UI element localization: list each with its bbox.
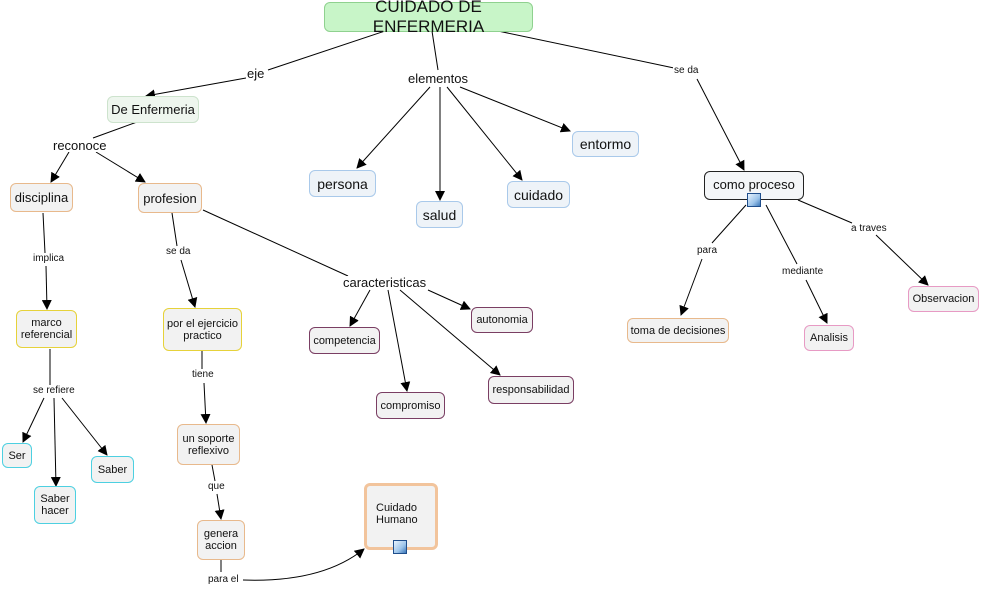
- edge-profesion-caracteristicas: [202, 209, 349, 277]
- link-caracteristicas: caracteristicas: [342, 275, 428, 290]
- edge-proceso-atraves: [797, 199, 853, 224]
- concept-disciplina-text: disciplina: [14, 190, 69, 205]
- link-implica: implica: [32, 253, 66, 264]
- link-se-da-top: se da: [673, 65, 700, 76]
- concept-autonomia-text: autonomia: [476, 314, 528, 326]
- edge-para-toma: [679, 258, 703, 316]
- edge-parael-cuidadohumano: [242, 548, 365, 581]
- edge-profesion-seda: [171, 212, 178, 247]
- concept-salud-text: salud: [422, 206, 457, 223]
- concept-por-el-ejercicio-practico[interactable]: por el ejercicio practico: [163, 308, 242, 351]
- edge-seda-proceso: [696, 78, 745, 171]
- edge-car-compromiso: [387, 289, 411, 392]
- concept-un-soporte-reflexivo[interactable]: un soporte reflexivo: [177, 424, 240, 465]
- concept-de-enfermeria-text: De Enfermeria: [111, 102, 195, 117]
- edge-enfermeria-reconoce: [92, 121, 138, 139]
- concept-cuidado-humano[interactable]: Cuidado Humano: [364, 483, 438, 550]
- concept-cuidado-humano-text: Cuidado Humano: [376, 502, 418, 526]
- edge-car-responsabilidad: [399, 289, 501, 376]
- concept-entorno[interactable]: entormo: [572, 131, 639, 157]
- edge-title-eje: [267, 30, 386, 71]
- concept-genera-accion[interactable]: genera accion: [197, 520, 245, 560]
- link-mediante: mediante: [781, 266, 825, 277]
- concept-persona[interactable]: persona: [309, 170, 376, 197]
- edge-seda-ejercicio: [180, 259, 198, 308]
- concept-compromiso-text: compromiso: [380, 399, 441, 412]
- concept-ser[interactable]: Ser: [2, 443, 32, 468]
- concept-profesion[interactable]: profesion: [138, 183, 202, 213]
- edge-mediante-analisis: [805, 279, 828, 324]
- edge-elem-cuidado: [446, 86, 523, 181]
- link-eje: eje: [246, 66, 266, 81]
- link-para: para: [696, 245, 719, 256]
- edge-serefiere-saber: [61, 397, 108, 456]
- concept-title[interactable]: CUIDADO DE ENFERMERIA: [324, 0, 533, 36]
- concept-toma-de-decisiones[interactable]: toma de decisiones: [627, 318, 729, 343]
- concept-genera-accion-text: genera accion: [203, 528, 239, 552]
- concept-toma-de-decisiones-text: toma de decisiones: [630, 324, 726, 337]
- edge-eje-enfermeria: [145, 77, 247, 100]
- link-tiene: tiene: [191, 369, 215, 380]
- concept-marco-referencial[interactable]: marco referencial: [16, 310, 77, 348]
- concept-profesion-text: profesion: [143, 190, 197, 206]
- concept-responsabilidad[interactable]: responsabilidad: [488, 376, 574, 404]
- edge-reconoce-profesion: [95, 151, 146, 183]
- concept-ser-text: Ser: [8, 449, 26, 462]
- concept-title-text: CUIDADO DE ENFERMERIA: [372, 0, 485, 36]
- concept-por-el-ejercicio-practico-text: por el ejercicio practico: [167, 317, 238, 342]
- concept-observacion[interactable]: Observacion: [908, 286, 979, 312]
- image-icon[interactable]: [393, 540, 407, 554]
- edge-proceso-para: [711, 204, 747, 244]
- edge-tiene-soporte: [200, 382, 211, 424]
- concept-saber[interactable]: Saber: [91, 456, 134, 483]
- concept-salud[interactable]: salud: [416, 201, 463, 228]
- concept-competencia[interactable]: competencia: [309, 327, 380, 354]
- concept-cuidado-text: cuidado: [513, 186, 564, 203]
- concept-persona-text: persona: [317, 175, 368, 192]
- link-elementos: elementos: [407, 71, 469, 86]
- edge-atraves-observacion: [875, 234, 929, 286]
- concept-disciplina[interactable]: disciplina: [10, 183, 73, 212]
- concept-entorno-text: entormo: [579, 136, 632, 152]
- concept-saber-hacer-text: Saber hacer: [40, 493, 70, 517]
- edge-title-seda: [497, 30, 675, 69]
- edge-disciplina-implica: [42, 212, 46, 254]
- concept-de-enfermeria[interactable]: De Enfermeria: [107, 96, 199, 123]
- concept-un-soporte-reflexivo-text: un soporte reflexivo: [182, 432, 235, 457]
- link-que: que: [207, 481, 226, 492]
- concept-competencia-text: competencia: [313, 334, 376, 347]
- edge-que-genera: [214, 493, 225, 520]
- link-se-da-profesion: se da: [165, 246, 192, 257]
- concept-responsabilidad-text: responsabilidad: [492, 384, 570, 396]
- concept-como-proceso-text: como proceso: [713, 177, 795, 192]
- edge-car-competencia: [349, 289, 371, 327]
- edge-soporte-que: [211, 464, 216, 482]
- concept-marco-referencial-text: marco referencial: [20, 317, 73, 341]
- edge-car-autonomia: [427, 289, 471, 310]
- link-para-el: para el: [207, 574, 240, 585]
- edge-elem-persona: [356, 86, 431, 169]
- link-se-refiere: se refiere: [32, 385, 76, 396]
- concept-compromiso[interactable]: compromiso: [376, 392, 445, 419]
- concept-autonomia[interactable]: autonomia: [471, 307, 533, 333]
- edge-title-elementos: [431, 30, 439, 71]
- concept-cuidado[interactable]: cuidado: [507, 181, 570, 208]
- image-icon[interactable]: [747, 193, 761, 207]
- link-reconoce: reconoce: [52, 138, 108, 153]
- concept-saber-text: Saber: [97, 463, 128, 476]
- concept-analisis[interactable]: Analisis: [804, 325, 854, 351]
- edge-reconoce-disciplina: [50, 151, 70, 183]
- link-a-traves: a traves: [850, 223, 888, 234]
- edge-elem-entorno: [459, 86, 571, 133]
- edge-implica-marco: [41, 265, 52, 310]
- concept-observacion-text: Observacion: [912, 293, 975, 305]
- edge-serefiere-saberhacer: [50, 397, 61, 487]
- concept-saber-hacer[interactable]: Saber hacer: [34, 486, 76, 524]
- concept-analisis-text: Analisis: [810, 332, 848, 344]
- edge-proceso-mediante: [765, 204, 798, 265]
- edge-serefiere-ser: [22, 397, 45, 443]
